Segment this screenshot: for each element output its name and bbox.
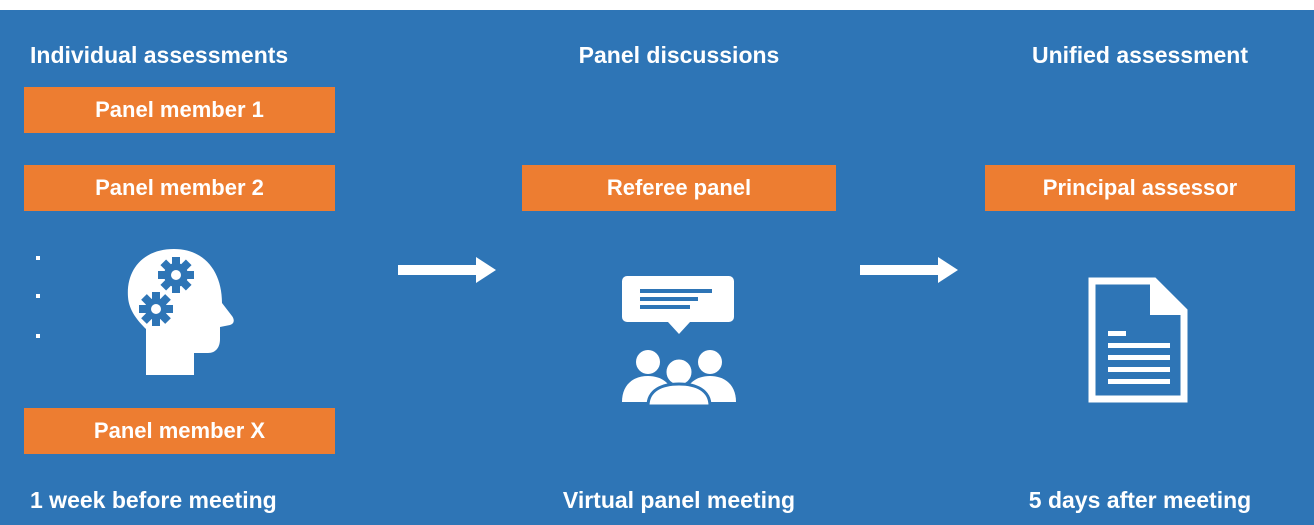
unified-assessment-heading: Unified assessment: [1031, 42, 1249, 68]
ellipsis-dot: [36, 334, 40, 338]
panel-member-x-box: Panel member X: [24, 408, 335, 454]
principal-assessor-box: Principal assessor: [985, 165, 1295, 211]
document-icon: [1088, 277, 1188, 403]
ellipsis-dot: [36, 256, 40, 260]
timing-virtual-panel-meeting: Virtual panel meeting: [562, 487, 796, 513]
panel-member-1-box: Panel member 1: [24, 87, 335, 133]
panel-member-2-box: Panel member 2: [24, 165, 335, 211]
head-gears-icon: [127, 249, 234, 375]
arrow-right-icon: [860, 257, 958, 283]
arrow-right-icon: [398, 257, 496, 283]
timing-1-week-before: 1 week before meeting: [30, 487, 277, 513]
ellipsis-dot: [36, 294, 40, 298]
group-discussion-icon: [622, 276, 736, 406]
diagram-canvas: Individual assessments Panel member 1 Pa…: [0, 10, 1314, 525]
referee-panel-box: Referee panel: [522, 165, 836, 211]
individual-assessments-heading: Individual assessments: [30, 42, 289, 68]
timing-5-days-after: 5 days after meeting: [1028, 487, 1252, 513]
panel-discussions-heading: Panel discussions: [578, 42, 780, 68]
